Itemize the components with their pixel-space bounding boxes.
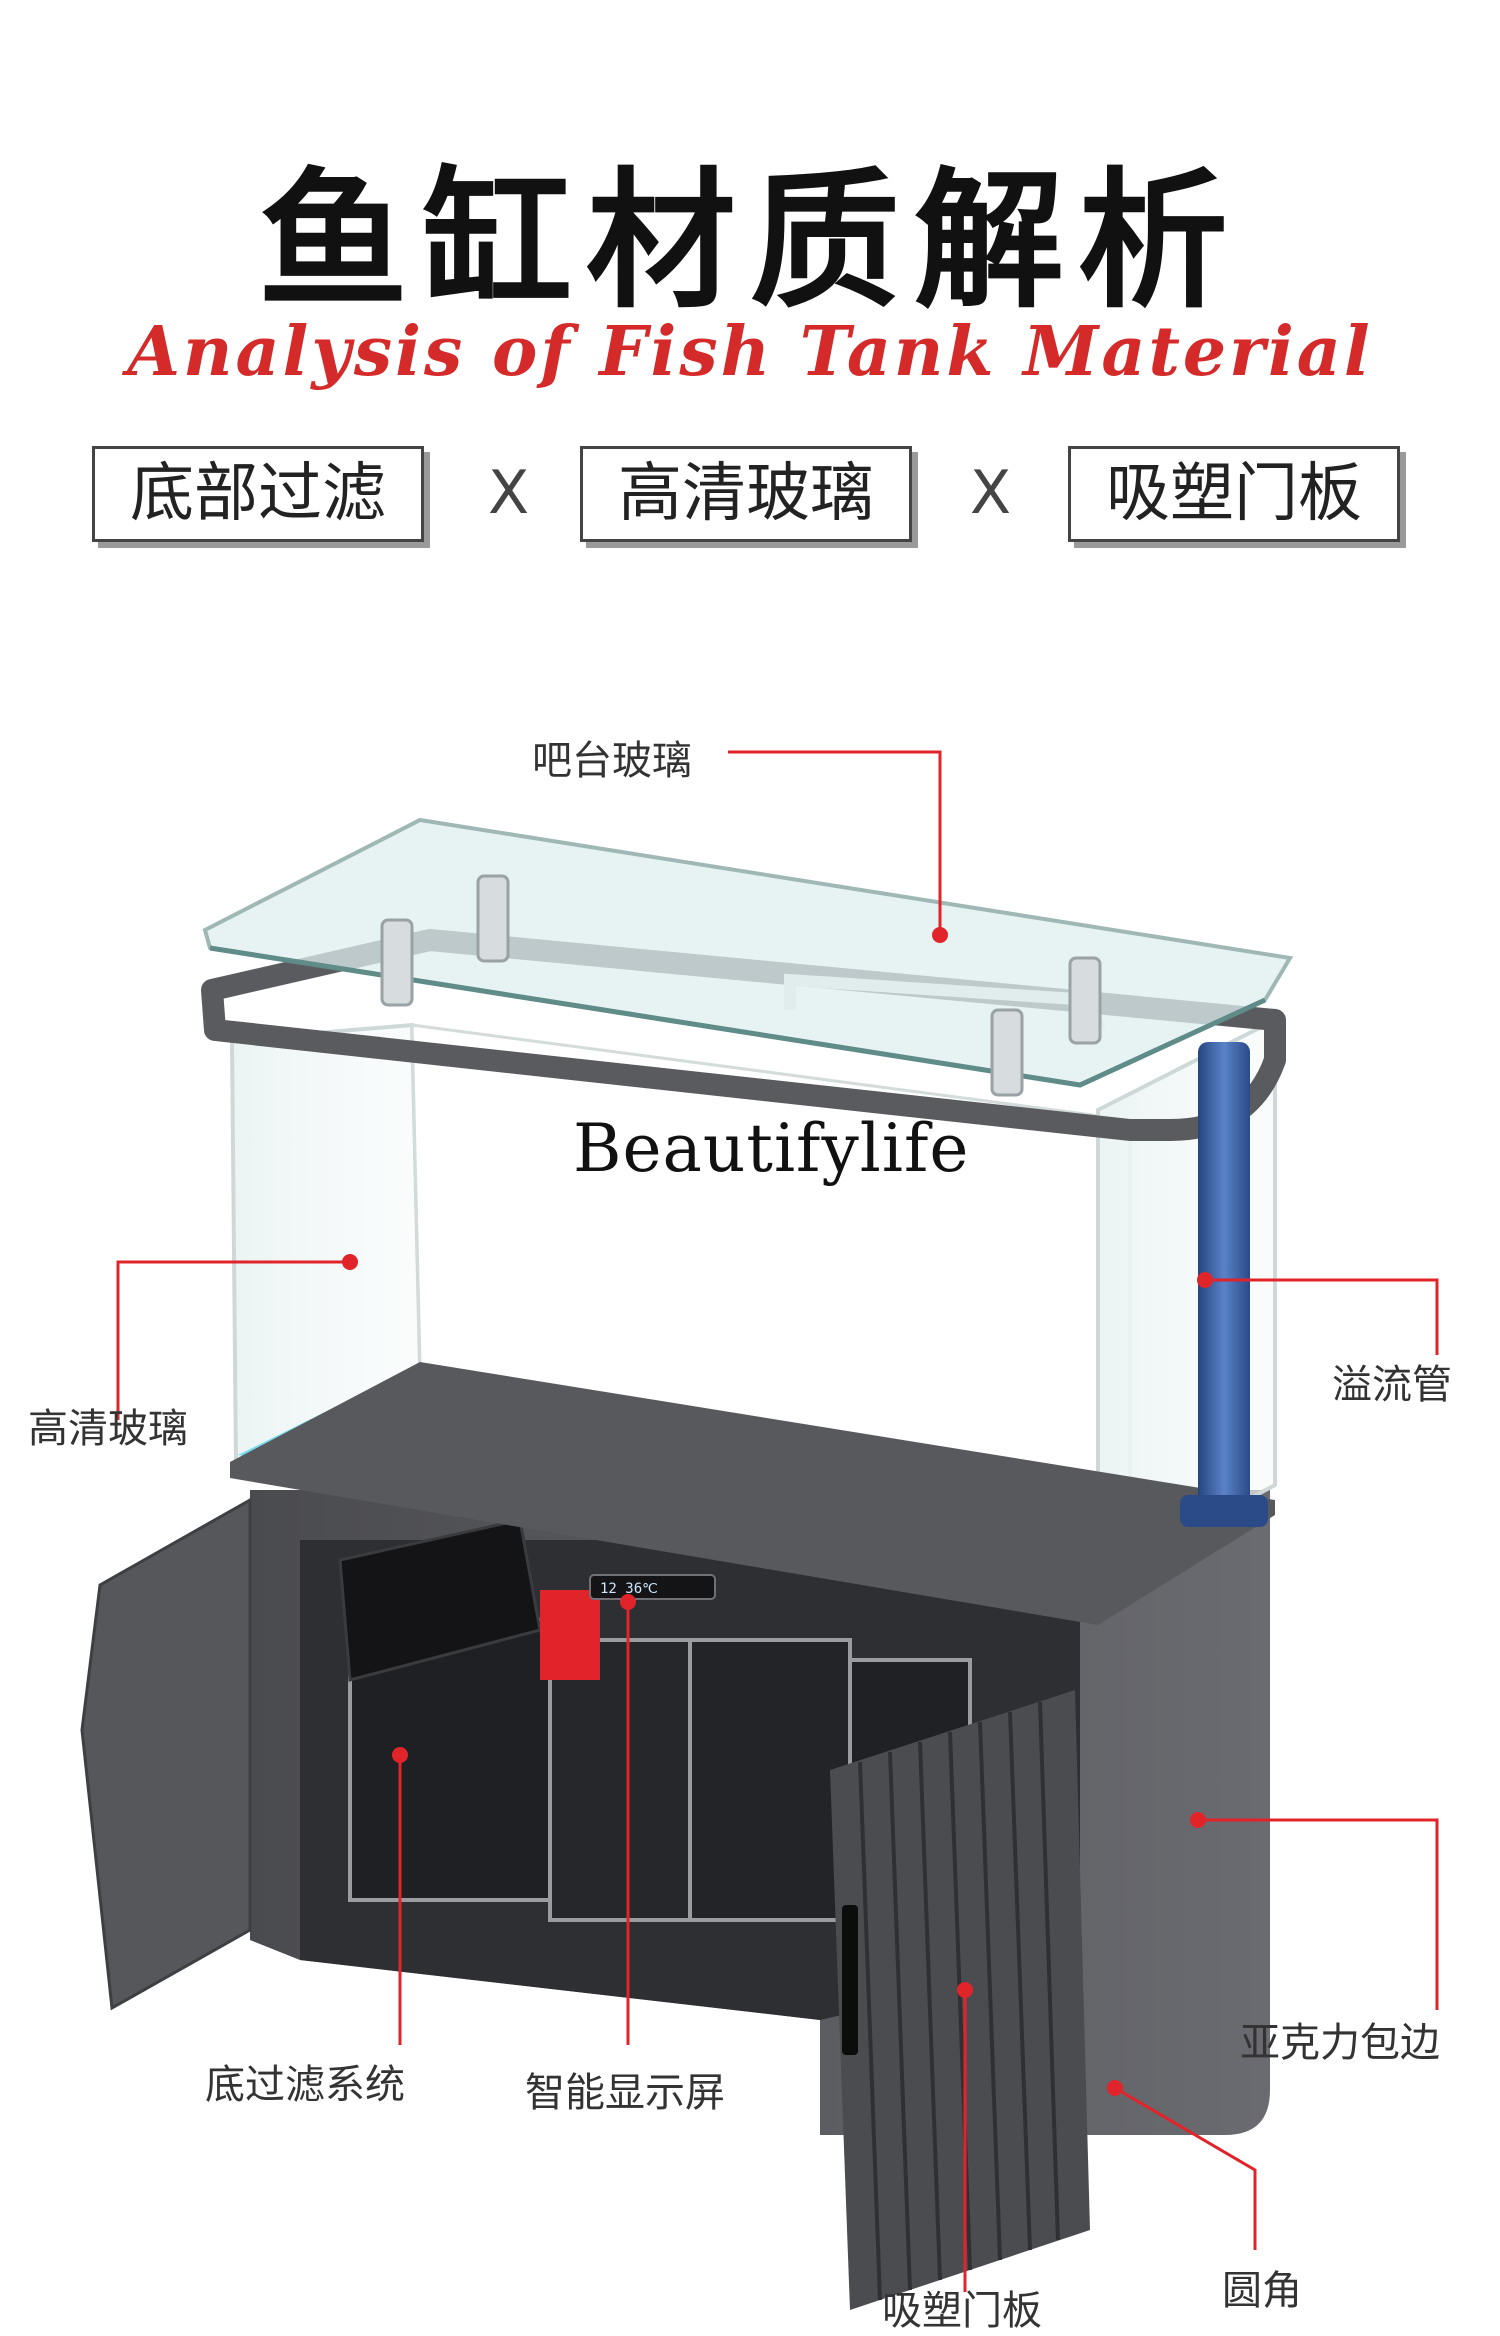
red-light — [540, 1590, 600, 1680]
callout-rounded-corner: 圆角 — [1222, 2268, 1302, 2314]
blister-door-grooves — [858, 1701, 1060, 2301]
left-cabinet-door — [80, 1497, 252, 2011]
watermark-text: Beautifylife — [573, 1110, 970, 1187]
page-subtitle: Analysis of Fish Tank Material — [127, 312, 1373, 392]
times-separator-1: X — [488, 458, 530, 528]
feature-bottom-filter: 底部过滤 — [92, 446, 424, 542]
page-title: 鱼缸材质解析 — [257, 155, 1242, 329]
feature-hd-glass: 高清玻璃 — [580, 446, 912, 542]
display-readout: 12 36℃ — [600, 1581, 658, 1597]
callout-bar-glass: 吧台玻璃 — [532, 738, 692, 784]
smart-display-panel — [589, 1574, 716, 1600]
bar-glass-edge — [209, 945, 1267, 1088]
door-handle — [842, 1905, 858, 2055]
callout-smart-display: 智能显示屏 — [525, 2070, 725, 2116]
callout-lines — [116, 750, 1439, 2292]
callout-dots — [342, 927, 1213, 2096]
callout-hd-glass: 高清玻璃 — [28, 1406, 188, 1452]
callout-blister-door: 吸塑门板 — [882, 2288, 1042, 2334]
bottom-trim — [230, 1362, 1275, 1625]
callout-bottom-filter: 底过滤系统 — [205, 2062, 405, 2108]
feature-blister-door: 吸塑门板 — [1068, 446, 1400, 542]
glass-supports — [380, 874, 1102, 1097]
callout-overflow-pipe: 溢流管 — [1332, 1362, 1452, 1408]
overflow-pipe-base — [1180, 1495, 1268, 1527]
callout-acrylic-edge: 亚克力包边 — [1240, 2020, 1440, 2066]
times-separator-2: X — [970, 458, 1012, 528]
